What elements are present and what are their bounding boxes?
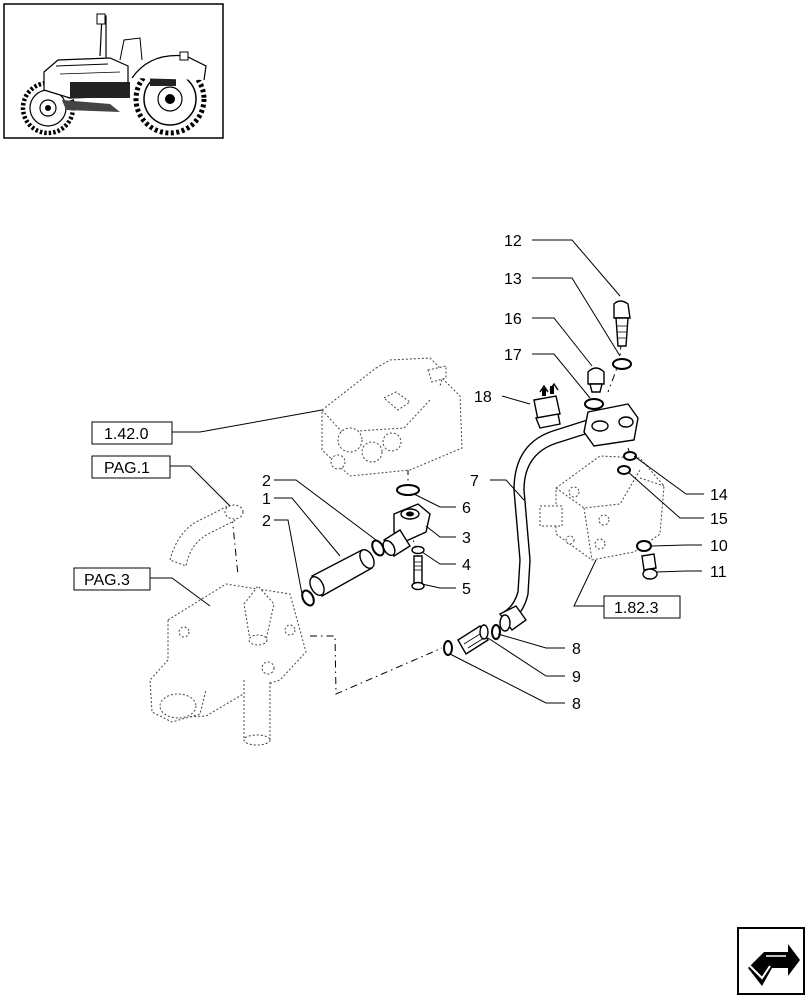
ref-label-1-42-0: 1.42.0 [104, 426, 149, 443]
pressure-switch-18 [533, 382, 561, 429]
callout-6: 6 [462, 500, 471, 517]
seal-15 [617, 465, 631, 475]
callout-15: 15 [710, 511, 728, 528]
callout-8-lower: 8 [572, 696, 581, 713]
housing-reference-pag-3 [149, 583, 307, 746]
washer-4 [411, 545, 425, 555]
callout-16: 16 [504, 311, 522, 328]
hose-reference-pag-1 [169, 504, 244, 567]
callout-12: 12 [504, 233, 522, 250]
leader-lines [150, 239, 704, 704]
callout-2-upper: 2 [262, 473, 271, 490]
o-ring-2-upper [371, 539, 385, 557]
callout-11: 11 [710, 564, 727, 581]
bolt-12 [613, 300, 631, 347]
bolt-11 [641, 553, 658, 580]
tractor-thumbnail[interactable] [3, 3, 224, 139]
seal-14 [623, 451, 637, 461]
o-ring-2-lower [301, 589, 315, 607]
callout-labels: 12 13 16 17 18 7 2 1 2 6 3 4 5 14 15 10 … [262, 233, 728, 713]
callout-17: 17 [504, 347, 522, 364]
pipe-7 [498, 403, 639, 632]
spacer-tube-1 [309, 549, 375, 597]
elbow-fitting-3 [382, 503, 431, 557]
pump-reference-1-42-0 [321, 357, 463, 477]
callout-5: 5 [462, 581, 471, 598]
washer-10 [636, 540, 652, 552]
callout-3: 3 [462, 530, 471, 547]
next-page-button[interactable] [737, 927, 805, 995]
washer-13 [612, 358, 632, 370]
callout-18: 18 [474, 389, 492, 406]
callout-1: 1 [262, 491, 271, 508]
next-page-arrow-icon [748, 944, 800, 986]
callout-9: 9 [572, 669, 581, 686]
washer-17 [584, 398, 604, 410]
callout-4: 4 [462, 557, 471, 574]
callout-10: 10 [710, 538, 728, 555]
pump-reference-1-82-3 [539, 455, 665, 561]
o-ring-6 [396, 484, 420, 496]
ref-label-pag-3: PAG.3 [84, 572, 130, 589]
seal-8-lower [443, 640, 453, 656]
callout-14: 14 [710, 487, 728, 504]
adapter-9 [457, 624, 489, 655]
callout-13: 13 [504, 271, 522, 288]
seal-8-upper [491, 624, 501, 640]
callout-7: 7 [470, 473, 479, 490]
ref-box-1-82-3[interactable]: 1.82.3 [603, 595, 681, 619]
callout-8-upper: 8 [572, 641, 581, 658]
ref-box-pag-3[interactable]: PAG.3 [73, 567, 151, 591]
callout-2-lower: 2 [262, 513, 271, 530]
plug-16 [587, 367, 605, 393]
tractor-icon [20, 13, 207, 136]
ref-box-1-42-0[interactable]: 1.42.0 [91, 421, 173, 445]
ref-label-pag-1: PAG.1 [104, 460, 150, 477]
ref-label-1-82-3: 1.82.3 [614, 600, 659, 617]
ref-box-pag-1[interactable]: PAG.1 [91, 455, 171, 479]
